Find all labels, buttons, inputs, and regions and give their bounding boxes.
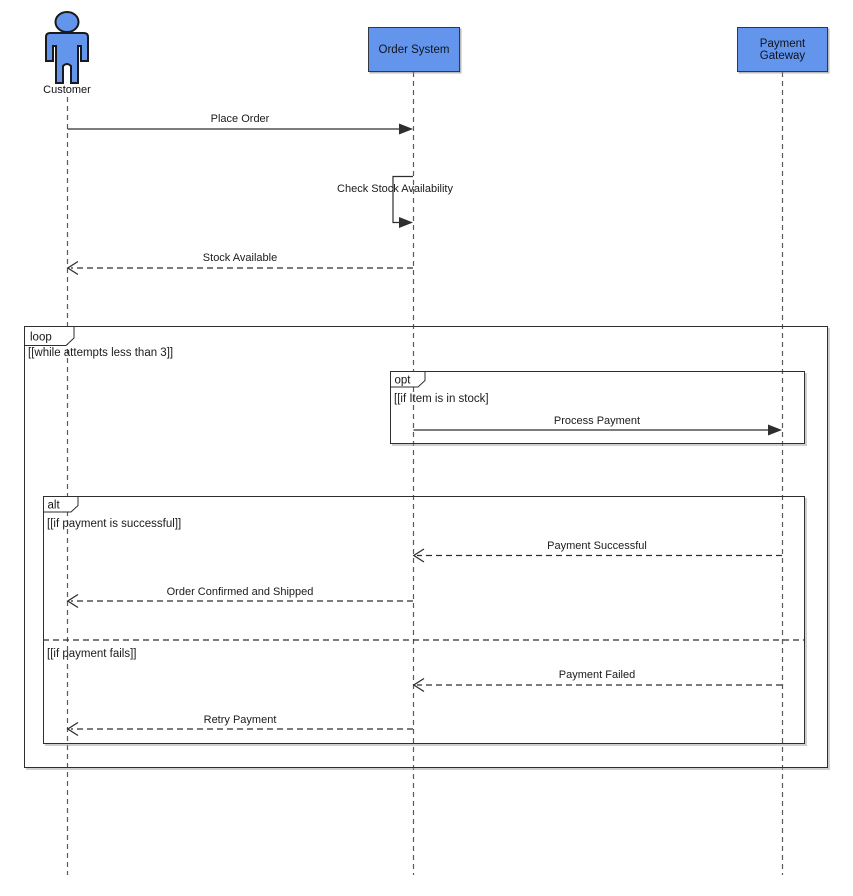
message-process-payment[interactable] (413, 424, 783, 436)
fragment-opt-tab: opt (390, 371, 426, 388)
message-stock-available[interactable] (66, 260, 413, 276)
message-order-confirmed[interactable] (66, 593, 413, 609)
loop-condition: [[while attempts less than 3]] (28, 347, 174, 359)
label-place-order: Place Order (210, 113, 270, 125)
actor-customer-icon[interactable] (45, 11, 89, 84)
message-retry-payment[interactable] (66, 721, 413, 737)
message-payment-failed[interactable] (412, 677, 782, 693)
message-place-order[interactable] (67, 123, 414, 135)
fragment-loop-operator: loop (30, 332, 52, 344)
alt-condition-fail: [[if payment fails]] (47, 648, 137, 660)
message-payment-successful[interactable] (412, 548, 782, 563)
fragment-loop-tab: loop (24, 326, 75, 346)
label-order-confirmed: Order Confirmed and Shipped (166, 586, 314, 598)
label-payment-failed: Payment Failed (558, 669, 636, 681)
participant-payment-gateway-label: Payment Gateway (759, 37, 806, 62)
label-process-payment: Process Payment (553, 415, 641, 427)
fragment-alt-tab: alt (43, 496, 79, 513)
label-retry-payment: Retry Payment (203, 714, 277, 726)
label-check-stock: Check Stock Availability (337, 183, 453, 195)
opt-condition: [[if Item is in stock] (394, 393, 489, 405)
label-payment-successful: Payment Successful (547, 540, 647, 552)
participant-order-system[interactable]: Order System (368, 27, 460, 72)
message-check-stock-self[interactable] (392, 175, 413, 229)
fragment-alt-operator: alt (48, 500, 61, 512)
participant-payment-gateway[interactable]: Payment Gateway (737, 27, 828, 72)
fragment-opt-operator: opt (395, 375, 412, 387)
label-stock-available: Stock Available (202, 252, 278, 264)
participant-order-system-label: Order System (378, 43, 450, 56)
alt-condition-success: [[if payment is successful]] (47, 518, 182, 530)
participant-customer-label: Customer (43, 84, 91, 96)
lifelines (66, 72, 784, 875)
